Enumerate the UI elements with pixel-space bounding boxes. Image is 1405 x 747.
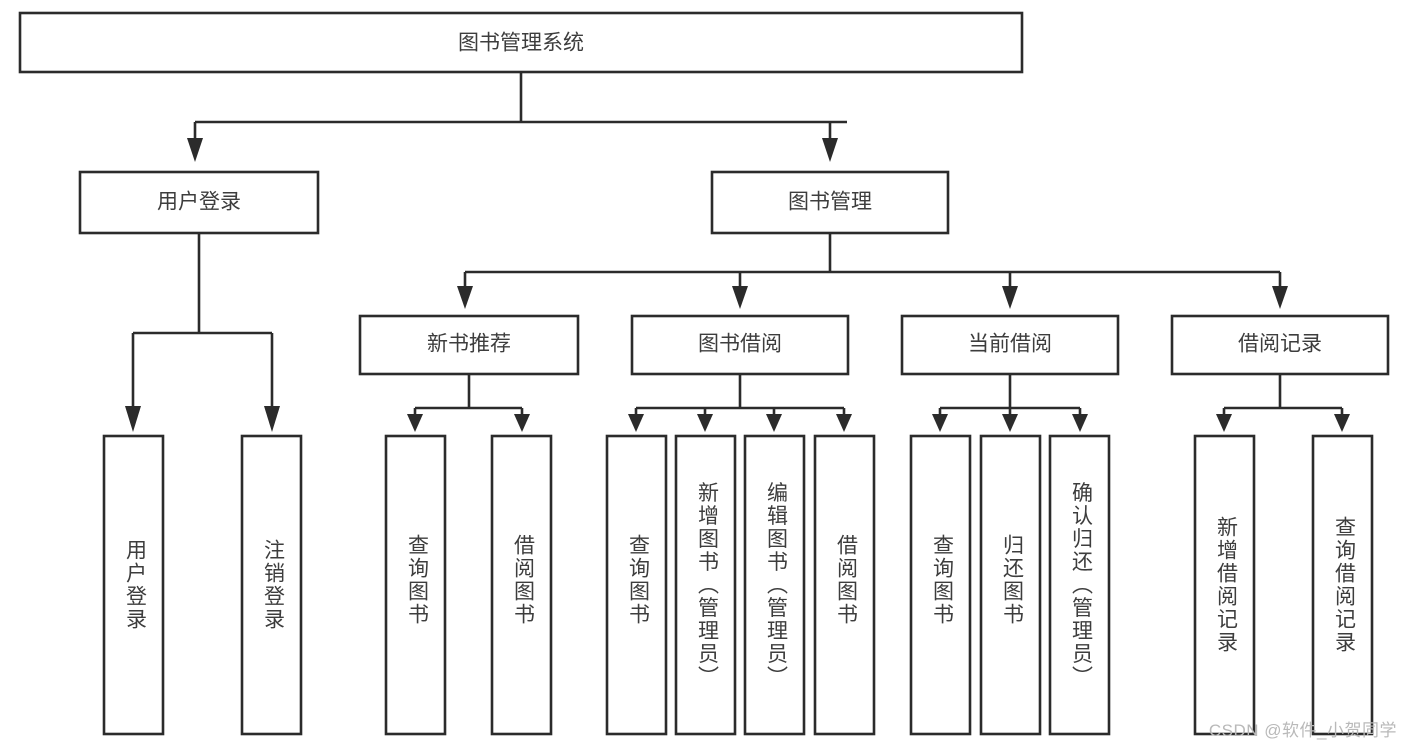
leaf-borrow-book-recommend-label: 借阅图书 — [511, 534, 535, 626]
leaf-return-book-rect — [979, 434, 1042, 736]
leaf-borrow-book-borrow-label: 借阅图书 — [834, 534, 858, 626]
leaf-query-book-borrow[interactable]: 查询图书 — [605, 434, 668, 736]
connector-borrow-to-leaves — [628, 374, 852, 432]
leaf-add-borrow-record-rect — [1193, 434, 1256, 736]
node-root-system-rect — [18, 11, 1024, 74]
leaf-logout-label: 注销登录 — [261, 539, 285, 631]
leaf-user-login[interactable]: 用户登录 — [102, 434, 165, 736]
node-book-borrow[interactable]: 图书借阅 — [630, 314, 850, 376]
connector-newbook-to-leaves — [407, 374, 530, 432]
connector-bookmgmt-to-level3 — [457, 233, 1288, 309]
connector-current-to-leaves — [932, 374, 1088, 432]
leaf-borrow-book-recommend[interactable]: 借阅图书 — [490, 434, 553, 736]
leaf-borrow-book-borrow[interactable]: 借阅图书 — [813, 434, 876, 736]
connector-record-to-leaves — [1216, 374, 1350, 432]
node-root-system-label: 图书管理系统 — [458, 32, 584, 55]
node-current-borrow-rect — [900, 314, 1120, 376]
leaf-query-book-current[interactable]: 查询图书 — [909, 434, 972, 736]
leaf-confirm-return-admin[interactable]: 确认归还（管理员） — [1048, 434, 1111, 736]
leaf-query-borrow-record-label: 查询借阅记录 — [1332, 516, 1356, 654]
node-borrow-record[interactable]: 借阅记录 — [1170, 314, 1390, 376]
leaf-add-book-admin-label: 新增图书（管理员） — [695, 482, 719, 689]
leaf-borrow-book-borrow-rect — [813, 434, 876, 736]
leaf-edit-book-admin-rect — [743, 434, 806, 736]
leaf-query-book-current-rect — [909, 434, 972, 736]
leaf-query-book-borrow-label: 查询图书 — [626, 534, 650, 626]
connector-root-to-level2 — [187, 72, 847, 162]
leaf-return-book-label: 归还图书 — [1000, 534, 1024, 626]
leaf-query-book-recommend-rect — [384, 434, 447, 736]
leaf-add-borrow-record[interactable]: 新增借阅记录 — [1193, 434, 1256, 736]
node-user-login-rect — [78, 170, 320, 235]
node-user-login-label: 用户登录 — [157, 191, 241, 214]
node-book-borrow-rect — [630, 314, 850, 376]
leaf-user-login-label: 用户登录 — [123, 539, 147, 631]
node-borrow-record-label: 借阅记录 — [1238, 333, 1322, 356]
node-current-borrow[interactable]: 当前借阅 — [900, 314, 1120, 376]
node-borrow-record-rect — [1170, 314, 1390, 376]
leaf-add-book-admin-rect — [674, 434, 737, 736]
node-new-book-recommend-label: 新书推荐 — [427, 333, 511, 356]
node-book-management-rect — [710, 170, 950, 235]
node-new-book-recommend-rect — [358, 314, 580, 376]
leaf-query-book-recommend[interactable]: 查询图书 — [384, 434, 447, 736]
leaf-confirm-return-admin-label: 确认归还（管理员） — [1069, 482, 1093, 689]
node-new-book-recommend[interactable]: 新书推荐 — [358, 314, 580, 376]
leaf-edit-book-admin[interactable]: 编辑图书（管理员） — [743, 434, 806, 736]
node-book-borrow-label: 图书借阅 — [698, 333, 782, 356]
leaf-query-book-borrow-rect — [605, 434, 668, 736]
leaf-query-book-current-label: 查询图书 — [930, 534, 954, 626]
node-user-login[interactable]: 用户登录 — [78, 170, 320, 235]
leaf-query-book-recommend-label: 查询图书 — [405, 534, 429, 626]
leaf-query-borrow-record[interactable]: 查询借阅记录 — [1311, 434, 1374, 736]
node-book-management[interactable]: 图书管理 — [710, 170, 950, 235]
node-book-management-label: 图书管理 — [788, 191, 872, 214]
leaf-confirm-return-admin-rect — [1048, 434, 1111, 736]
leaf-return-book[interactable]: 归还图书 — [979, 434, 1042, 736]
node-root-system[interactable]: 图书管理系统 — [18, 11, 1024, 74]
node-current-borrow-label: 当前借阅 — [968, 333, 1052, 356]
leaf-logout[interactable]: 注销登录 — [240, 434, 303, 736]
leaf-borrow-book-recommend-rect — [490, 434, 553, 736]
leaf-add-borrow-record-label: 新增借阅记录 — [1214, 516, 1238, 654]
leaf-query-borrow-record-rect — [1311, 434, 1374, 736]
leaf-edit-book-admin-label: 编辑图书（管理员） — [764, 482, 788, 689]
connector-userlogin-to-leaves — [125, 233, 280, 432]
leaf-logout-rect — [240, 434, 303, 736]
leaf-add-book-admin[interactable]: 新增图书（管理员） — [674, 434, 737, 736]
leaf-user-login-rect — [102, 434, 165, 736]
